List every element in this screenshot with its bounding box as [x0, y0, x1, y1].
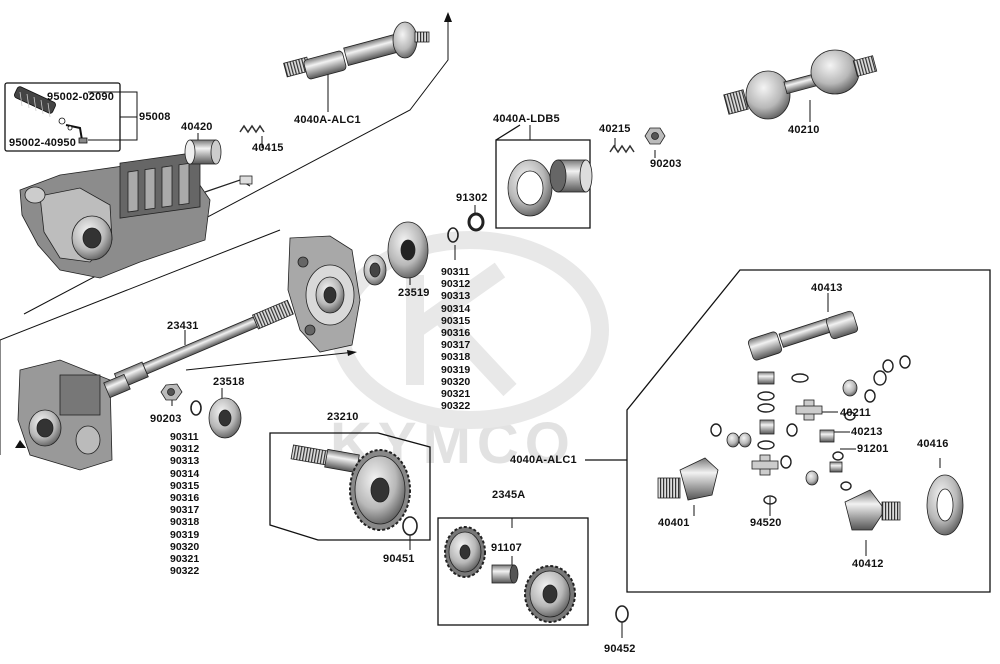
nut-parts	[160, 127, 666, 401]
housing-lower-left	[17, 359, 113, 471]
label-40213: 40213	[851, 426, 883, 438]
shim-item: 90313	[441, 290, 471, 303]
label-40210: 40210	[788, 124, 820, 136]
label-23518: 23518	[213, 376, 245, 388]
cv-shaft-40210	[723, 49, 878, 120]
label-40420: 40420	[181, 121, 213, 133]
arrow-heads	[15, 12, 452, 448]
shim-item: 90311	[441, 266, 470, 278]
label-40415: 40415	[252, 142, 284, 154]
gear-set-2345A	[444, 526, 576, 623]
shim-item: 90320	[170, 540, 200, 553]
shim-item: 90319	[170, 528, 200, 541]
gearbox-upper	[19, 151, 253, 279]
label-40211: 40211	[840, 407, 871, 419]
shim-item: 90311	[170, 431, 199, 443]
label-95002-02090: 95002-02090	[47, 91, 115, 103]
shim-item: 90318	[170, 516, 200, 529]
label-40416: 40416	[917, 438, 949, 450]
shim-item: 90315	[170, 479, 200, 492]
shim-item: 90316	[441, 327, 471, 340]
center-housing	[287, 235, 387, 353]
u-joint-shaft-40413	[747, 310, 859, 361]
label-4040a-alc1-top: 4040A-ALC1	[294, 114, 361, 126]
shim-item: 90319	[441, 363, 471, 376]
shim-item: 90321	[441, 388, 471, 401]
shim-item: 90321	[170, 553, 200, 566]
shim-item: 90317	[170, 504, 200, 517]
label-23519: 23519	[398, 287, 430, 299]
drive-shaft-23431	[103, 299, 294, 399]
seal-40416	[926, 474, 964, 536]
shim-list-left: 90311 90312 90313 90314 90315 90316 9031…	[170, 431, 199, 577]
label-2345a: 2345A	[492, 489, 526, 501]
shim-item: 90312	[170, 443, 200, 456]
spring-parts	[239, 124, 635, 154]
shim-item: 90314	[441, 302, 471, 315]
label-90203-left: 90203	[150, 413, 182, 425]
bearing-23518	[208, 397, 242, 439]
small-rings	[190, 212, 629, 623]
label-91302: 91302	[456, 192, 488, 204]
shim-item: 90316	[170, 492, 200, 505]
shim-item: 90322	[441, 400, 471, 413]
cross-kit-parts	[726, 371, 858, 486]
shim-item: 90314	[170, 467, 200, 480]
label-94520: 94520	[750, 517, 782, 529]
label-23431: 23431	[167, 320, 199, 332]
label-90203-top: 90203	[650, 158, 682, 170]
yoke-40401	[657, 457, 719, 501]
shim-item: 90317	[441, 339, 471, 352]
gear-23210	[290, 444, 411, 531]
shim-item: 90315	[441, 314, 471, 327]
label-40413: 40413	[811, 282, 843, 294]
label-95008: 95008	[139, 111, 171, 123]
shim-item: 90322	[170, 565, 200, 578]
shim-item: 90318	[441, 351, 471, 364]
label-91107: 91107	[491, 542, 522, 554]
yoke-40412	[844, 489, 901, 531]
bearing-40420	[184, 139, 222, 165]
shim-item: 90313	[170, 455, 200, 468]
shim-list-right: 90311 90312 90313 90314 90315 90316 9031…	[441, 266, 470, 412]
label-4040a-alc1-box: 4040A-ALC1	[510, 454, 577, 466]
circlips	[710, 355, 911, 505]
label-95002-40950: 95002-40950	[9, 137, 77, 149]
label-4040a-ldb5: 4040A-LDB5	[493, 113, 560, 125]
bearing-kit-ldb5	[507, 159, 593, 217]
breather-hose	[14, 86, 88, 144]
kit-boxes	[4, 82, 991, 626]
label-40412: 40412	[852, 558, 884, 570]
label-90451: 90451	[383, 553, 415, 565]
washer-23519	[387, 221, 429, 279]
shim-item: 90320	[441, 375, 471, 388]
label-90452: 90452	[604, 643, 636, 655]
label-40401: 40401	[658, 517, 690, 529]
label-91201: 91201	[857, 443, 889, 455]
prop-shaft-top	[283, 21, 430, 80]
label-40215: 40215	[599, 123, 631, 135]
shim-item: 90312	[441, 278, 471, 291]
label-23210: 23210	[327, 411, 359, 423]
